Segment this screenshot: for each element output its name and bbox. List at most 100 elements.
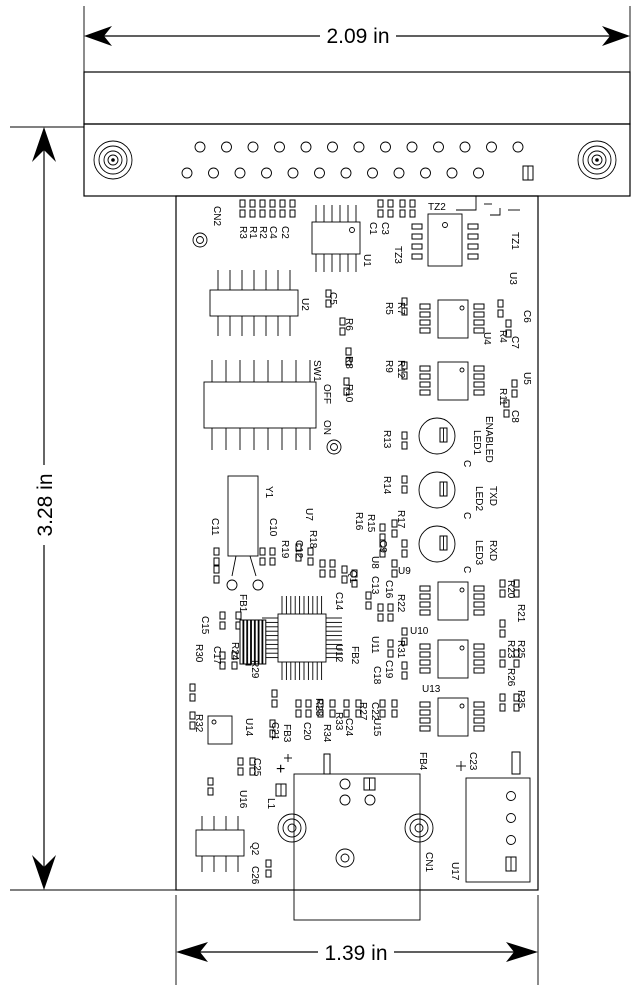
tz-region — [411, 196, 520, 267]
label-c11: C11 — [209, 518, 220, 536]
label-u12: U12 — [333, 644, 344, 663]
label-c_led: C — [461, 512, 472, 519]
label-r2: R2 — [257, 226, 268, 239]
label-u17: U17 — [449, 862, 460, 881]
label-r26: R26 — [505, 668, 516, 687]
led3 — [418, 525, 456, 563]
label-c4: C4 — [267, 226, 278, 239]
label-u2: U2 — [299, 298, 310, 311]
ic-u1 — [311, 205, 361, 272]
label-c16: C16 — [383, 580, 394, 599]
label-r32: R32 — [193, 714, 204, 733]
label-enabled: ENABLED — [483, 416, 494, 463]
label-c8: C8 — [509, 410, 520, 423]
rj45-cn1 — [277, 773, 434, 921]
label-c17: C17 — [211, 646, 222, 665]
label-r35: R35 — [515, 690, 526, 709]
mounting-screw-right — [577, 140, 617, 180]
label-u1: U1 — [361, 254, 372, 267]
label-r5: R5 — [383, 302, 394, 315]
switch-sw1 — [203, 360, 317, 450]
label-fb2: FB2 — [349, 646, 360, 665]
label-c23: C23 — [467, 752, 478, 771]
label-u14: U14 — [243, 718, 254, 737]
label-r12: R12 — [395, 360, 406, 379]
label-q2: Q2 — [249, 842, 260, 856]
terminal-u17 — [465, 777, 531, 883]
label-c20: C20 — [301, 722, 312, 741]
label-r33: R33 — [333, 712, 344, 731]
label-fb3: FB3 — [281, 724, 292, 743]
crystal-y1 — [226, 475, 264, 591]
label-tz3: TZ3 — [392, 246, 403, 264]
label-c21: C21 — [269, 722, 280, 741]
label-r15: R15 — [365, 514, 376, 533]
right-column-ics — [419, 299, 485, 737]
label-r4: R4 — [497, 330, 508, 343]
led1 — [418, 417, 456, 455]
bottom-dimension: 1.39 in — [175, 895, 539, 985]
mounting-screw-left — [93, 140, 133, 180]
label-u4: U4 — [481, 332, 492, 345]
label-tz1: TZ1 — [509, 232, 520, 250]
ic-u2 — [209, 270, 299, 336]
label-on: ON — [321, 420, 332, 435]
label-u10: U10 — [410, 626, 429, 637]
label-r20: R20 — [505, 580, 516, 599]
label-c_led: C — [461, 460, 472, 467]
label-l1: L1 — [265, 798, 276, 810]
label-r3: R3 — [237, 226, 248, 239]
db-connector — [83, 71, 631, 197]
label-r22: R22 — [395, 594, 406, 613]
label-c22: C22 — [369, 702, 380, 721]
ic-u14 — [207, 715, 233, 745]
label-led1: LED1 — [471, 430, 482, 455]
label-u5: U5 — [521, 372, 532, 385]
label-r29: R29 — [249, 660, 260, 679]
left-dimension: 3.28 in — [10, 126, 178, 891]
label-u8: U8 — [369, 556, 380, 569]
label-r16: R16 — [353, 512, 364, 531]
label-tz2: TZ2 — [428, 202, 446, 213]
label-c19: C19 — [383, 660, 394, 679]
label-c2: C2 — [279, 226, 290, 239]
label-c25: C25 — [251, 758, 262, 777]
label-fb1: FB1 — [237, 594, 248, 613]
label-u13: U13 — [422, 684, 441, 695]
label-r27: R27 — [357, 702, 368, 721]
label-txd: TXD — [487, 486, 498, 506]
label-rxd: RXD — [487, 540, 498, 561]
label-c6: C6 — [521, 310, 532, 323]
ferrite-fb1 — [239, 619, 267, 665]
connector-pins — [181, 141, 524, 179]
label-r30: R30 — [193, 644, 204, 663]
label-r13: R13 — [381, 430, 392, 449]
label-u11: U11 — [369, 636, 380, 654]
label-c13: C13 — [369, 576, 380, 595]
label-r6: R6 — [343, 318, 354, 331]
label-r23: R23 — [505, 640, 516, 659]
plus-right — [456, 761, 466, 771]
mounting-hole-left — [192, 232, 208, 248]
label-cn1: CN1 — [423, 852, 434, 872]
label-u3: U3 — [507, 272, 518, 285]
label-r18: R18 — [307, 530, 318, 549]
label-r7: R7 — [395, 302, 406, 315]
label-r28: R28 — [313, 698, 324, 717]
label-led3: LED3 — [473, 540, 484, 565]
label-r25: R25 — [515, 640, 526, 659]
label-u7: U7 — [303, 508, 314, 521]
label-plus: + — [276, 761, 285, 778]
label-u15: U15 — [371, 718, 382, 737]
label-r1: R1 — [247, 226, 258, 239]
bottom-dimension-label: 1.39 in — [324, 942, 387, 965]
label-c18: C18 — [371, 666, 382, 685]
inductor-l1 — [275, 754, 292, 797]
label-c14: C14 — [333, 592, 344, 611]
label-r10: R10 — [343, 384, 354, 403]
label-c7: C7 — [509, 336, 520, 349]
tz2-pins — [411, 223, 479, 260]
transistor-q2 — [195, 816, 245, 872]
